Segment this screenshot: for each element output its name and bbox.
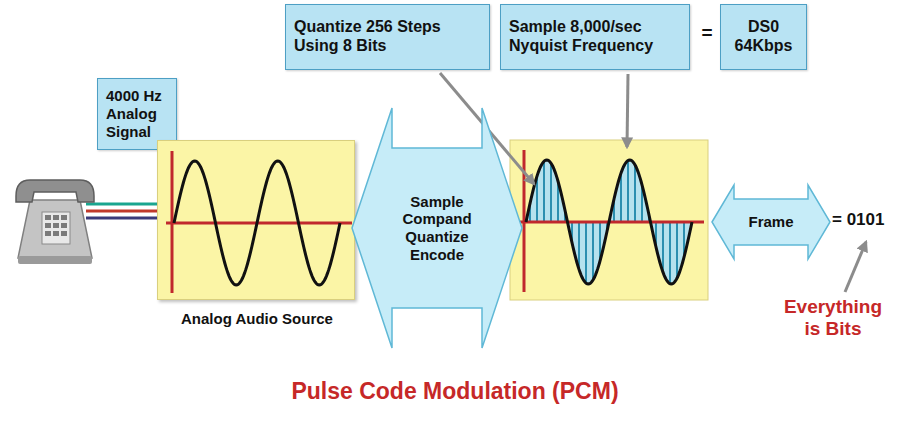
arrow-shaft: Sample Compand Quantize Encode — [392, 148, 482, 308]
process-double-arrow: Sample Compand Quantize Encode — [352, 108, 522, 348]
sample-bar — [676, 222, 678, 278]
callout-box: DS0 64Kbps — [720, 4, 807, 70]
sample-bar — [585, 222, 587, 283]
wire — [86, 210, 157, 213]
phone-keys — [45, 215, 67, 236]
box-text: Analog Audio Source — [138, 310, 376, 328]
phone-keypad — [42, 212, 70, 244]
leader-arrow — [627, 74, 628, 147]
panel-caption: Analog Audio Source — [138, 310, 376, 328]
analog-wave — [158, 141, 356, 301]
frame-double-arrow: Frame — [712, 185, 830, 259]
sample-bar — [669, 222, 671, 284]
bit-value: = 0101 — [832, 210, 906, 230]
equals-sign: = — [695, 22, 719, 44]
phone-foot — [18, 256, 92, 264]
axis-line — [518, 221, 704, 224]
telephone-icon — [16, 180, 157, 264]
box-text: DS0 64Kbps — [729, 18, 798, 56]
sample-bar — [543, 161, 545, 222]
sample-bar — [662, 222, 664, 272]
callout-box: Sample 8,000/sec Nyquist Frequency — [500, 4, 690, 70]
box-text: Frame — [737, 213, 805, 231]
sample-bar — [627, 161, 629, 222]
box-text: Sample Compand Quantize Encode — [395, 193, 479, 264]
callout-box: Quantize 256 Steps Using 8 Bits — [285, 4, 490, 70]
sample-bar — [550, 163, 552, 222]
sample-bar — [620, 173, 622, 222]
diagram-title: Pulse Code Modulation (PCM) — [0, 378, 910, 405]
wire — [86, 217, 157, 220]
wire — [86, 203, 157, 206]
box-text: Quantize 256 Steps Using 8 Bits — [294, 18, 481, 56]
double-arrow-shape — [352, 108, 522, 348]
arrow-shaft: Frame — [734, 199, 808, 245]
sample-bar — [634, 165, 636, 222]
analog-panel: Analog Audio Source — [157, 140, 355, 300]
phone-handset — [16, 180, 94, 202]
sine-wave — [174, 161, 340, 285]
signal-box: 4000 Hz Analog Signal — [97, 78, 177, 150]
leader-arrow — [845, 242, 866, 292]
axis-line — [166, 222, 352, 225]
panel-ground — [510, 140, 708, 300]
phone-base — [18, 200, 92, 258]
double-arrow-shape — [712, 185, 830, 259]
note-text: Everything is Bits — [776, 296, 890, 340]
sample-bar — [592, 222, 594, 280]
box-text: Sample 8,000/sec Nyquist Frequency — [509, 18, 681, 56]
sine-wave — [526, 160, 692, 284]
sampled-wave-panel — [510, 140, 708, 300]
box-text: 4000 Hz Analog Signal — [106, 87, 168, 140]
